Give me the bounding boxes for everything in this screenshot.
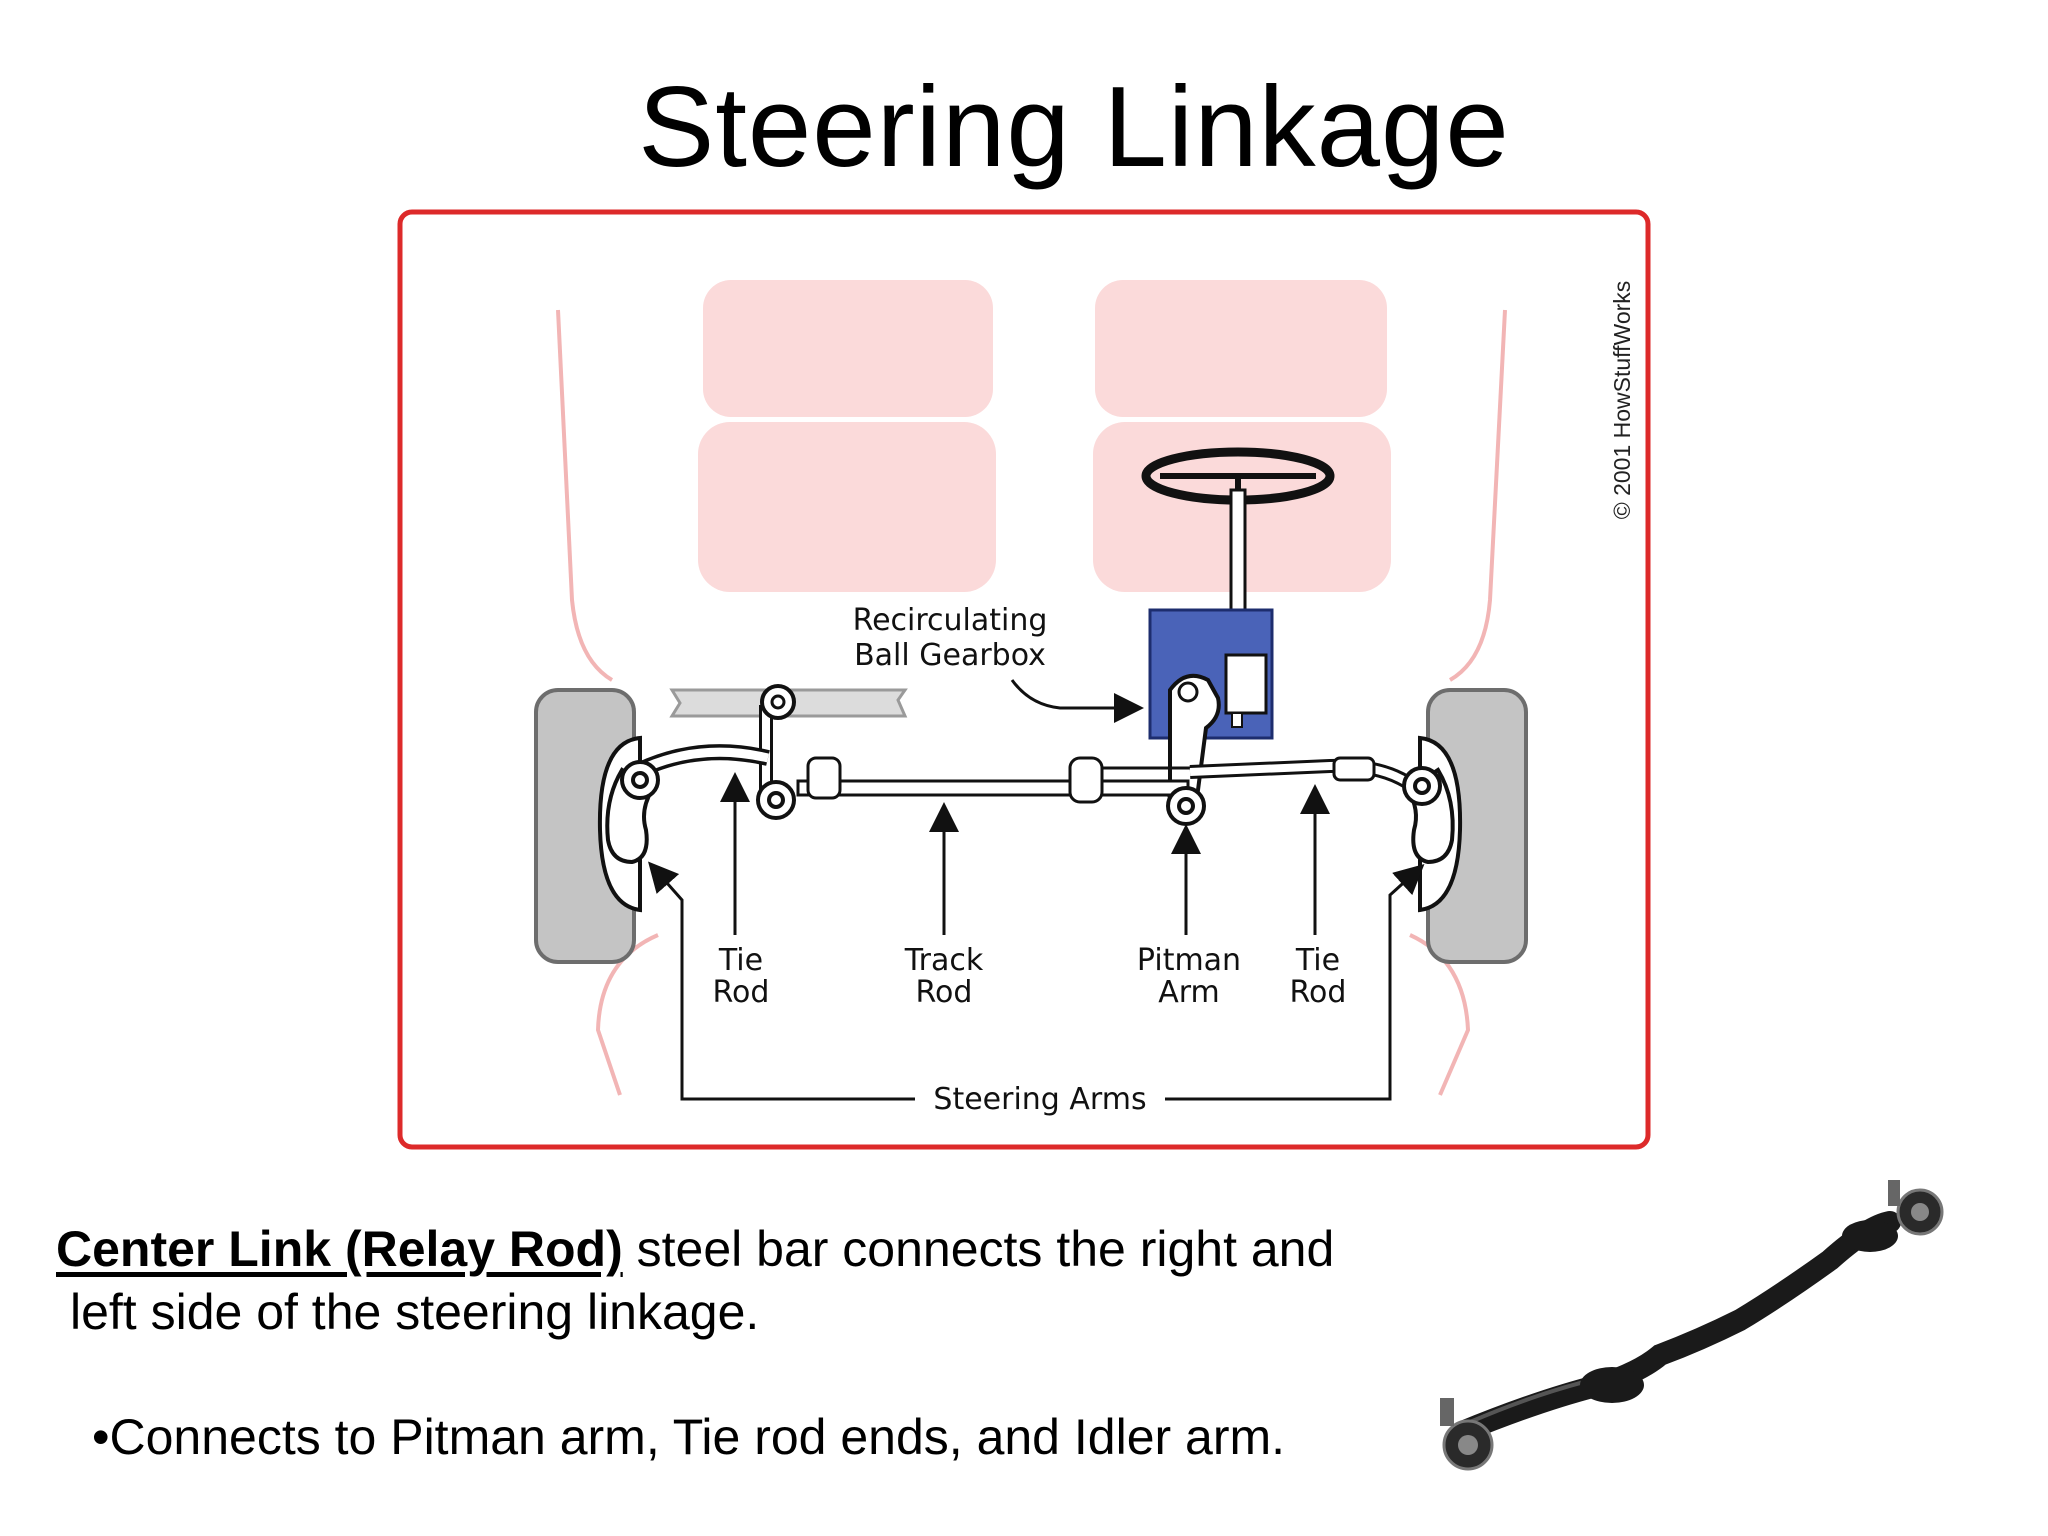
center-link-bar [1451, 1211, 1901, 1443]
tie-rod-sleeve-right [1332, 756, 1376, 782]
track-rod [796, 779, 1190, 797]
arrow-steering-arm-left [648, 861, 915, 1101]
seat-back-right [1095, 280, 1387, 417]
seat-cushion-left [698, 422, 996, 592]
label-track-rod-2: Rod [916, 975, 973, 1010]
description-line-2: left side of the steering linkage. [70, 1284, 760, 1340]
seat-back-left [703, 280, 993, 417]
diagram-frame [397, 209, 1651, 1150]
arrow-steering-arm-right [1165, 863, 1425, 1101]
label-pitman-arm-1: Pitman [1137, 943, 1241, 978]
label-tie-rod-right-2: Rod [1290, 975, 1347, 1010]
arrow-gearbox [1010, 679, 1144, 723]
center-link-photo [1418, 1150, 2048, 1480]
car-body-outline [556, 309, 1507, 1096]
label-gearbox-2: Ball Gearbox [854, 638, 1046, 673]
bullet-connections: •Connects to Pitman arm, Tie rod ends, a… [92, 1409, 1286, 1465]
label-steering-arms: Steering Arms [933, 1082, 1146, 1117]
description-text: steel bar connects the right and [622, 1221, 1335, 1277]
label-tie-rod-left-2: Rod [713, 975, 770, 1010]
label-pitman-arm-2: Arm [1158, 975, 1220, 1010]
leader-arrows [648, 679, 1425, 1101]
gearbox-sector [1224, 653, 1268, 715]
center-link-description: Center Link (Relay Rod) steel bar connec… [56, 1218, 1436, 1344]
label-track-rod-1: Track [904, 943, 984, 978]
copyright-text: © 2001 HowStuffWorks [1609, 281, 1635, 520]
slide-title: Steering Linkage [638, 64, 1510, 191]
seats [698, 280, 1391, 592]
track-rod-sleeve [1068, 756, 1104, 804]
center-link-boss-right [1842, 1220, 1898, 1252]
center-link-term: Center Link (Relay Rod) [56, 1221, 623, 1277]
label-gearbox-1: Recirculating [853, 603, 1048, 638]
label-tie-rod-left-1: Tie [718, 943, 763, 978]
center-link-boss-left [1580, 1367, 1644, 1403]
label-tie-rod-right-1: Tie [1295, 943, 1340, 978]
ball-joints [620, 760, 1442, 826]
track-rod-end-left [806, 756, 842, 800]
